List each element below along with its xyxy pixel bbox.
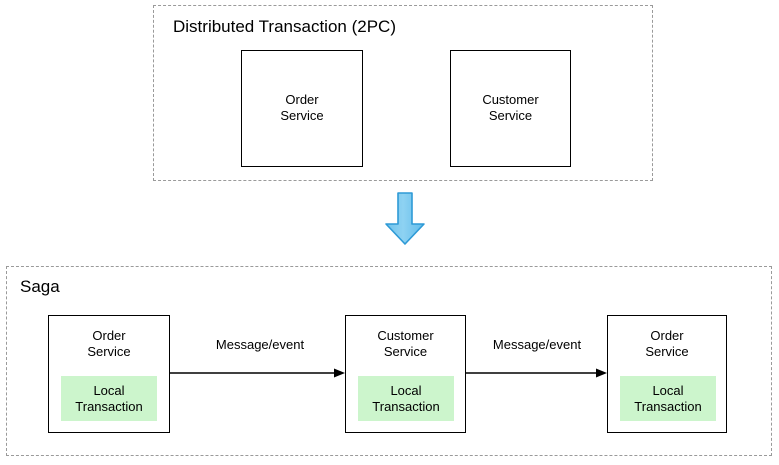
service-label-order-service-saga-1: Order Service: [87, 328, 131, 359]
group-title-saga: Saga: [20, 277, 60, 296]
local-transaction-label-3: Local Transaction: [634, 382, 702, 414]
flow-label-message-event-2: Message/event: [492, 337, 582, 352]
service-box-order-service-saga-1[interactable]: Order Service Local Transaction: [48, 315, 170, 433]
flow-label-message-event-1: Message/event: [215, 337, 305, 352]
local-transaction-label-1: Local Transaction: [75, 382, 143, 414]
service-box-customer-service-saga[interactable]: Customer Service Local Transaction: [345, 315, 466, 433]
local-transaction-block-2: Local Transaction: [358, 376, 454, 421]
local-transaction-label-2: Local Transaction: [372, 382, 440, 414]
flow-arrow-1: [170, 367, 346, 379]
service-label-order-service-saga-2: Order Service: [645, 328, 689, 359]
group-saga: [6, 266, 772, 456]
service-box-order-service-2pc[interactable]: Order Service: [241, 50, 363, 167]
down-arrow-icon: [384, 192, 426, 246]
flow-arrow-2: [466, 367, 608, 379]
group-distributed-transaction: [153, 5, 653, 181]
group-title-distributed-transaction: Distributed Transaction (2PC): [173, 17, 396, 36]
local-transaction-block-3: Local Transaction: [620, 376, 716, 421]
service-label-order-service-2pc: Order Service: [280, 92, 324, 123]
service-label-customer-service-2pc: Customer Service: [482, 92, 539, 123]
service-label-customer-service-saga: Customer Service: [377, 328, 434, 359]
service-box-customer-service-2pc[interactable]: Customer Service: [450, 50, 571, 167]
local-transaction-block-1: Local Transaction: [61, 376, 157, 421]
service-box-order-service-saga-2[interactable]: Order Service Local Transaction: [607, 315, 727, 433]
